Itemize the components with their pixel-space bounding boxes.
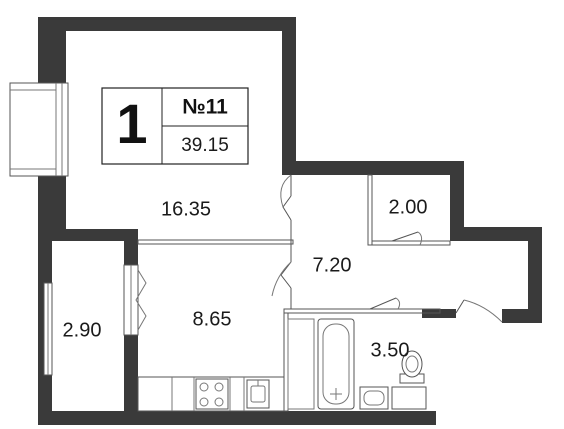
- interior-partitions: [137, 174, 451, 412]
- area-kitchen: 8.65: [193, 308, 232, 330]
- toilet-icon: [399, 350, 425, 384]
- shower-cabinet: [287, 318, 315, 410]
- sink-icon: [246, 379, 270, 409]
- total-area: 39.15: [181, 135, 229, 156]
- door-kitchen: [271, 261, 292, 297]
- door-storage: [391, 231, 423, 246]
- area-living-room: 16.35: [161, 198, 211, 220]
- area-storage: 2.00: [389, 196, 428, 218]
- room-count: 1: [116, 92, 147, 155]
- exterior-walls: [38, 17, 542, 425]
- apartment-label-box: 1 №11 39.15: [101, 87, 249, 165]
- door-living-room: [280, 174, 292, 221]
- washbasin-icon: [359, 386, 389, 410]
- window-loggia-door: [123, 264, 147, 336]
- apartment-number: №11: [182, 96, 228, 119]
- area-bathroom: 3.50: [371, 339, 410, 361]
- area-hallway: 7.20: [313, 254, 352, 276]
- bathtub-icon: [317, 318, 355, 410]
- door-bathroom: [369, 297, 401, 310]
- door-entrance: [455, 299, 503, 323]
- area-loggia: 2.90: [63, 319, 102, 341]
- window-living-room: [9, 82, 69, 177]
- stove-icon: [195, 378, 229, 410]
- window-loggia: [43, 282, 53, 376]
- washing-machine-icon: [391, 386, 427, 410]
